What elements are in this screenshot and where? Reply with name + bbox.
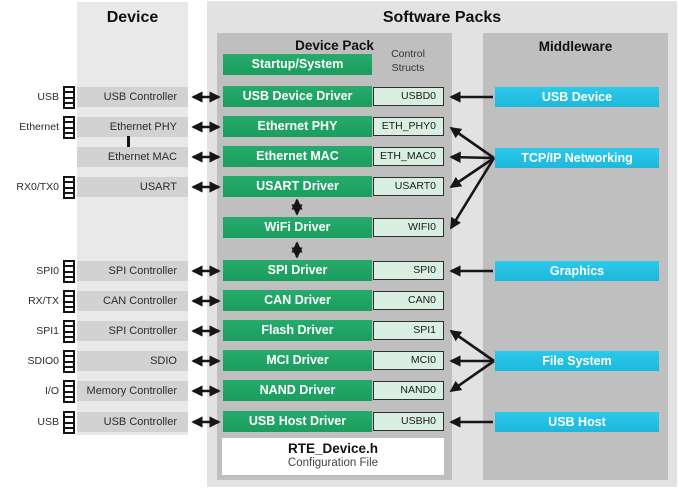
- port-label-sdio0: SDIO0: [27, 355, 59, 367]
- device-title: Device: [106, 9, 159, 26]
- struct-usbd0: USBD0: [373, 87, 444, 106]
- device-pack-panel: [217, 33, 452, 480]
- box-usb-device-driver: USB Device Driver: [223, 86, 372, 107]
- struct-can0: CAN0: [373, 291, 444, 310]
- port-label-rxtx: RX/TX: [28, 295, 59, 307]
- rte-device-title: RTE_Device.h: [287, 441, 379, 456]
- port-label-usb-2: USB: [37, 416, 59, 428]
- port-connector-icon: [63, 176, 75, 199]
- device-row-can-controller: CAN Controller: [77, 291, 188, 311]
- phy-mac-connector: [127, 136, 130, 147]
- middleware-panel: [483, 33, 668, 480]
- port-connector-icon: [63, 260, 75, 283]
- device-row-usb-controller-1: USB Controller: [77, 87, 188, 107]
- control-structs-label: Control Structs: [391, 48, 425, 74]
- mw-usb-host: USB Host: [495, 412, 659, 432]
- device-row-ethernet-phy: Ethernet PHY: [77, 117, 188, 137]
- device-pack-title: Device Pack: [295, 38, 374, 53]
- rte-device-subtitle: Configuration File: [287, 457, 379, 469]
- struct-usart0: USART0: [373, 177, 444, 196]
- mw-tcpip-networking: TCP/IP Networking: [495, 148, 659, 168]
- device-row-spi-controller-1: SPI Controller: [77, 321, 188, 341]
- box-can-driver: CAN Driver: [223, 290, 372, 311]
- struct-nand0: NAND0: [373, 381, 444, 400]
- port-label-io: I/O: [44, 385, 59, 397]
- struct-eth-phy0: ETH_PHY0: [373, 117, 444, 136]
- middleware-title: Middleware: [538, 39, 613, 54]
- struct-usbh0: USBH0: [373, 412, 444, 431]
- box-startup-system: Startup/System: [223, 54, 372, 75]
- mw-file-system: File System: [495, 351, 659, 371]
- port-connector-icon: [63, 411, 75, 434]
- struct-spi0: SPI0: [373, 261, 444, 280]
- port-connector-icon: [63, 290, 75, 313]
- device-row-memory-controller: Memory Controller: [77, 381, 188, 401]
- device-row-usb-controller-2: USB Controller: [77, 412, 188, 432]
- device-row-sdio: SDIO: [77, 351, 188, 371]
- box-ethernet-phy-driver: Ethernet PHY: [223, 116, 372, 137]
- box-flash-driver: Flash Driver: [223, 320, 372, 341]
- port-label-ethernet: Ethernet: [19, 121, 59, 133]
- port-connector-icon: [63, 86, 75, 109]
- port-connector-icon: [63, 380, 75, 403]
- port-label-usb-1: USB: [37, 91, 59, 103]
- port-label-spi0: SPI0: [36, 265, 59, 277]
- software-packs-title: Software Packs: [382, 9, 502, 26]
- box-usart-driver: USART Driver: [223, 176, 372, 197]
- port-connector-icon: [63, 320, 75, 343]
- mw-usb-device: USB Device: [495, 87, 659, 107]
- box-usb-host-driver: USB Host Driver: [223, 411, 372, 432]
- box-nand-driver: NAND Driver: [223, 380, 372, 401]
- struct-mci0: MCI0: [373, 351, 444, 370]
- struct-eth-mac0: ETH_MAC0: [373, 147, 444, 166]
- box-mci-driver: MCI Driver: [223, 350, 372, 371]
- struct-wifi0: WIFI0: [373, 218, 444, 237]
- device-row-usart: USART: [77, 177, 188, 197]
- port-connector-icon: [63, 350, 75, 373]
- device-row-ethernet-mac: Ethernet MAC: [77, 147, 188, 167]
- port-label-rx0tx0: RX0/TX0: [16, 181, 59, 193]
- port-label-spi1: SPI1: [36, 325, 59, 337]
- box-ethernet-mac-driver: Ethernet MAC: [223, 146, 372, 167]
- device-row-spi-controller-0: SPI Controller: [77, 261, 188, 281]
- rte-device-config-box: RTE_Device.h Configuration File: [222, 438, 444, 475]
- box-spi-driver: SPI Driver: [223, 260, 372, 281]
- box-wifi-driver: WiFi Driver: [223, 217, 372, 238]
- mw-graphics: Graphics: [495, 261, 659, 281]
- struct-spi1: SPI1: [373, 321, 444, 340]
- port-connector-icon: [63, 116, 75, 139]
